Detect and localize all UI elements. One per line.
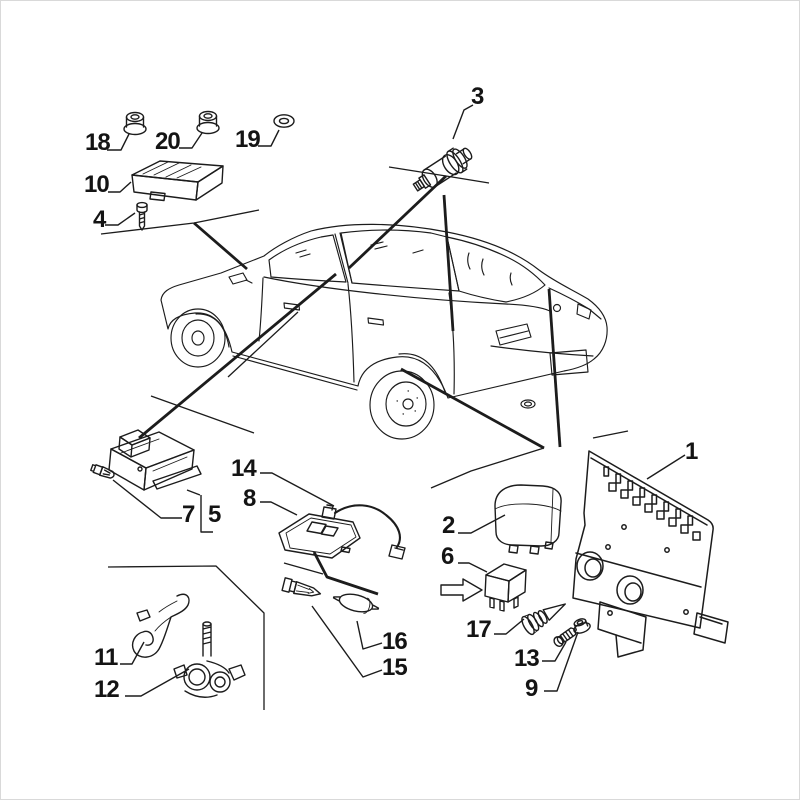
callout-10: 10 (84, 171, 110, 198)
part-8-courtesy-lamp (278, 513, 361, 559)
callout-18: 18 (85, 129, 111, 156)
callout-12: 12 (94, 676, 120, 703)
part-5-license-lamp (108, 429, 202, 491)
part-7-bulb (90, 464, 115, 479)
callout-17: 17 (466, 616, 492, 643)
callout-3: 3 (471, 83, 484, 110)
part-3-switch (412, 147, 473, 192)
part-19-washer (273, 114, 295, 128)
callout-20: 20 (155, 128, 181, 155)
part-12-bracket (173, 621, 246, 698)
part-1-mounting-plate (572, 450, 729, 658)
part-16-festoon-bulb (332, 593, 380, 614)
part-20-nut (196, 110, 220, 135)
callout-14: 14 (231, 455, 257, 482)
callout-16: 16 (382, 628, 408, 655)
part-15-wedge-bulb (281, 577, 322, 597)
callout-8: 8 (243, 485, 256, 512)
part-6-relay (484, 563, 527, 612)
callout-15: 15 (382, 654, 408, 681)
car-illustration (160, 223, 608, 440)
part-14-wiring-harness (321, 504, 406, 560)
callout-11: 11 (94, 644, 118, 671)
callout-9: 9 (525, 675, 538, 702)
callout-4: 4 (93, 206, 106, 233)
callout-19: 19 (235, 126, 261, 153)
callout-7: 7 (182, 501, 195, 528)
callout-6: 6 (441, 543, 454, 570)
callout-1: 1 (685, 438, 698, 465)
callout-leaders (105, 104, 686, 697)
highlight-arrow-icon (440, 578, 483, 602)
callout-13: 13 (514, 645, 540, 672)
part-9-nut (573, 618, 591, 634)
part-13-screw (553, 627, 577, 647)
callout-5: 5 (208, 501, 221, 528)
part-11-clip (131, 593, 190, 658)
leader-lines (100, 166, 629, 710)
part-17-push-pin (521, 603, 566, 636)
part-4-screw (136, 201, 148, 231)
part-10-control-unit (131, 160, 224, 202)
part-18-nut (123, 111, 147, 136)
part-2-relay (494, 484, 562, 555)
callout-2: 2 (442, 512, 455, 539)
